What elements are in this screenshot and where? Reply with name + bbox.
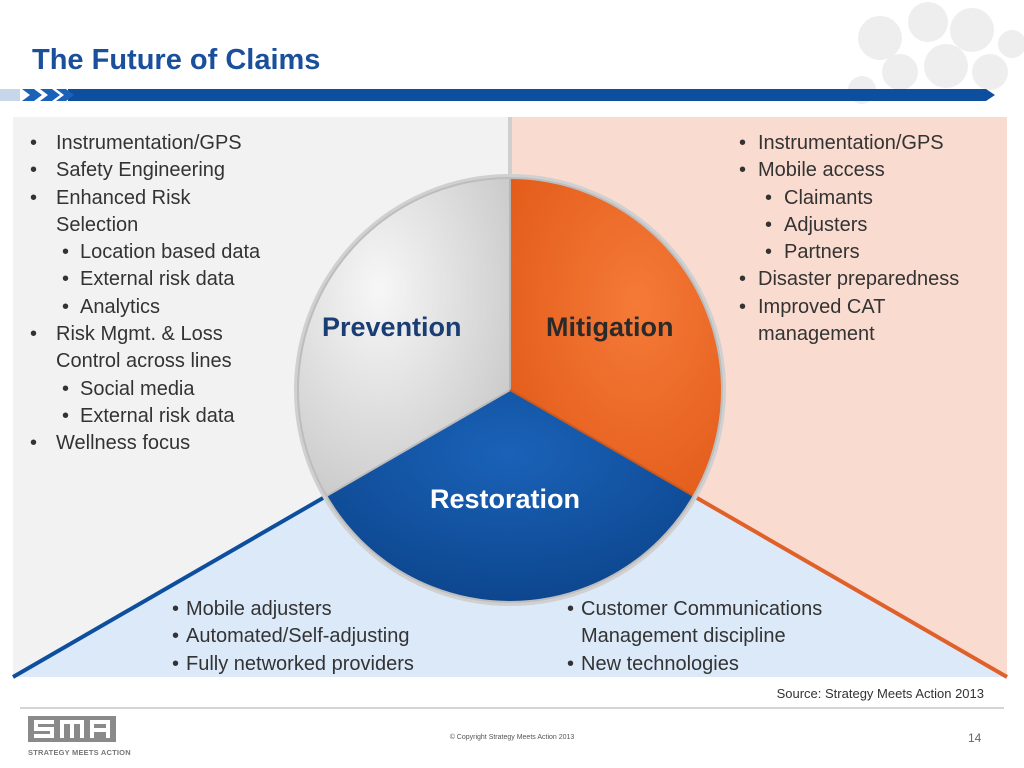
prevention-list: Instrumentation/GPS Safety Engineering E…	[22, 130, 292, 458]
restoration-list-left: Mobile adjusters Automated/Self-adjustin…	[172, 596, 472, 678]
logo-tagline: STRATEGY MEETS ACTION	[28, 748, 131, 757]
mitigation-list: Instrumentation/GPS Mobile access Claima…	[734, 130, 1000, 348]
list-item: Mobile adjusters	[172, 596, 472, 624]
list-item: Automated/Self-adjusting	[172, 623, 472, 651]
list-item: Location based data	[22, 239, 292, 267]
copyright: © Copyright Strategy Meets Action 2013	[449, 734, 575, 741]
source-note: Source: Strategy Meets Action 2013	[776, 686, 984, 701]
list-item: Disaster preparedness	[734, 266, 1000, 294]
list-item: Risk Mgmt. & Loss Control across lines	[22, 321, 286, 376]
restoration-list-right: Customer Communications Management disci…	[567, 596, 867, 678]
restoration-label: Restoration	[430, 484, 581, 514]
page-number: 14	[968, 731, 982, 745]
sma-logo: STRATEGY MEETS ACTION	[28, 716, 131, 757]
list-item: Analytics	[22, 294, 292, 322]
list-item: Instrumentation/GPS	[22, 130, 292, 158]
list-item: Wellness focus	[22, 430, 292, 458]
list-item: Partners	[734, 239, 1000, 267]
list-item: Social media	[22, 376, 292, 404]
list-item: Instrumentation/GPS	[734, 130, 1000, 158]
header-bar	[0, 89, 995, 101]
list-item: Adjusters	[734, 212, 1000, 240]
list-item: Customer Communications Management disci…	[567, 596, 867, 651]
page-title: The Future of Claims	[32, 44, 321, 76]
list-item: External risk data	[22, 403, 292, 431]
prevention-segment	[297, 178, 510, 496]
list-item: Improved CAT management	[734, 294, 938, 349]
mitigation-segment	[510, 178, 723, 496]
decorative-dots	[848, 2, 1024, 104]
list-item: Claimants	[734, 185, 1000, 213]
prevention-label: Prevention	[322, 312, 462, 342]
list-item: Fully networked providers	[172, 651, 472, 679]
list-item: Safety Engineering	[22, 157, 292, 185]
cycle-circle	[294, 174, 726, 606]
sma-logo-mark	[28, 716, 116, 742]
list-item: Mobile access	[734, 157, 1000, 185]
list-item: Enhanced Risk Selection	[22, 185, 256, 240]
list-item: External risk data	[22, 266, 292, 294]
list-item: New technologies	[567, 651, 867, 679]
mitigation-label: Mitigation	[546, 312, 674, 342]
